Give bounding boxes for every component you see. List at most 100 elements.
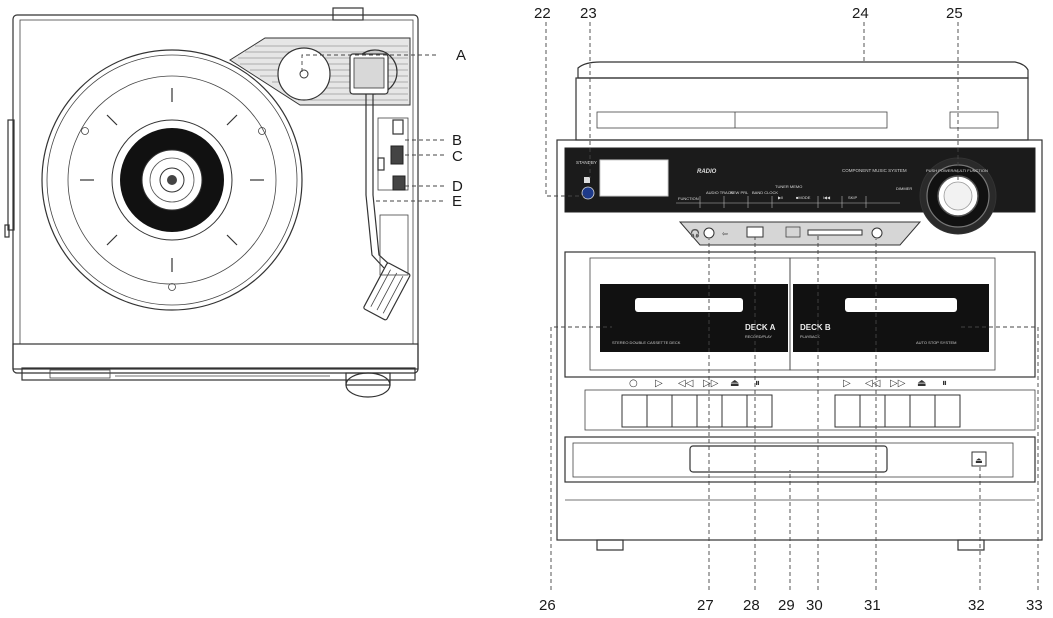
band-label: BAND CLOCK [752,190,778,195]
deck-a-pause-icon: ⏸ [755,378,760,389]
deck-a-record-icon: ○ [629,378,638,389]
cd-tray[interactable] [689,445,888,473]
callout-31: 31 [864,597,881,614]
deck-b-tape-window [845,298,957,312]
transport-strip [584,389,1036,431]
rew-label: REW PRL [730,190,749,195]
deck-a-eject-icon: ⏏ [730,378,739,389]
callout-b: B [452,132,462,149]
deck-b-label: DECK B [800,323,831,332]
stereo-front-view: STANDBY RADIO COMPONENT MUSIC SYSTEM FUN… [534,5,1043,614]
callout-d: D [452,178,463,195]
system-label: COMPONENT MUSIC SYSTEM [842,168,907,173]
lock-icon: ⏏ [975,456,983,465]
adapter-hole [299,69,309,79]
callout-32: 32 [968,597,985,614]
deck-a-rewind-key[interactable] [671,394,698,428]
standby-button[interactable] [581,186,595,200]
sd-icon [785,226,801,238]
usb-icon: ⇦ [722,231,728,238]
callout-28: 28 [743,597,760,614]
deck-a-pause-key[interactable] [746,394,773,428]
mode-label: ■MODE [796,195,811,200]
deck-b-pause-key[interactable] [934,394,961,428]
cd-panel [572,442,1014,478]
deck-b-eject-key[interactable] [909,394,936,428]
turntable-callout-leaders [301,54,445,202]
usb-port[interactable] [746,226,764,238]
deck-b-door [789,257,996,371]
deck-a-eject-key[interactable] [721,394,748,428]
callout-25: 25 [946,5,963,22]
cabinet [556,139,1043,541]
dust-cover [577,61,1029,79]
play-label: ▶ll [778,195,783,200]
cover-body [575,77,1029,141]
volume-label: PUSH POWER/MULTI FUNCTION [926,168,988,173]
callout-30: 30 [806,597,823,614]
speed-knob-top [345,372,391,386]
deck-b-window [793,284,989,352]
turntable-body [12,14,419,374]
front-bottom-strip [21,367,416,381]
callout-a: A [456,47,466,64]
callout-27: 27 [697,597,714,614]
callout-22: 22 [534,5,551,22]
front-strip [12,343,419,370]
callout-e: E [452,193,462,210]
cover-window [596,111,888,129]
lid-hinge [332,7,364,21]
front-label-area [49,369,111,379]
aux-in-jack[interactable] [871,227,883,239]
tuner-label: TUNER MEMO [775,184,802,189]
turntable-top-view: A B C D E [4,7,466,398]
deck-b-forward-icon: ▷▷ [890,378,906,389]
headphone-jack[interactable] [703,227,715,239]
callout-26: 26 [539,597,556,614]
deck-b-pause-icon: ⏸ [942,378,947,389]
deck-a-record-key[interactable] [621,394,648,428]
deck-b-play-key[interactable] [834,394,861,428]
deck-a-rewind-icon: ◁◁ [678,378,694,389]
anti-skate [392,175,406,191]
stereo-deck-label: STEREO DOUBLE CASSETTE DECK [612,340,681,345]
skip-label: SKIP [848,195,857,200]
deck-a-forward-icon: ▷▷ [703,378,719,389]
standby-led [584,177,590,183]
foot-left [596,539,624,551]
deck-b-rewind-icon: ◁◁ [865,378,881,389]
callout-33: 33 [1026,597,1043,614]
tonearm [349,49,411,321]
dimmer-label: DIMMER [896,186,912,191]
deck-a-label: DECK A [745,323,776,332]
deck-b-eject-icon: ⏏ [917,378,926,389]
deck-a-ff-key[interactable] [696,394,723,428]
cd-eject-button[interactable] [971,451,987,467]
deck-b-rewind-key[interactable] [859,394,886,428]
callout-24: 24 [852,5,869,22]
cue-lever [392,119,404,135]
deck-a-keys [621,394,773,428]
sd-card-slot[interactable] [807,229,863,236]
arm-rest [390,145,404,165]
brand-logo: RADIO [697,169,717,175]
deck-a-play-icon: ▷ [655,378,663,389]
callout-c: C [452,148,463,165]
deck-a-play-key[interactable] [646,394,673,428]
deck-a-tape-window [635,298,743,312]
cd-section [564,436,1036,483]
audio-label: AUDIO TRACK [706,190,734,195]
foot-right [957,539,985,551]
prev-label: l◀◀ [823,195,831,200]
display-window [599,159,669,197]
standby-label: STANDBY [576,160,597,165]
callout-29: 29 [778,597,795,614]
side-tab [7,119,15,231]
callout-23: 23 [580,5,597,22]
deck-b-ff-key[interactable] [884,394,911,428]
function-label: FUNCTION [678,196,699,201]
deck-a-window [600,284,788,352]
headphone-icon: 🎧 [690,228,700,238]
